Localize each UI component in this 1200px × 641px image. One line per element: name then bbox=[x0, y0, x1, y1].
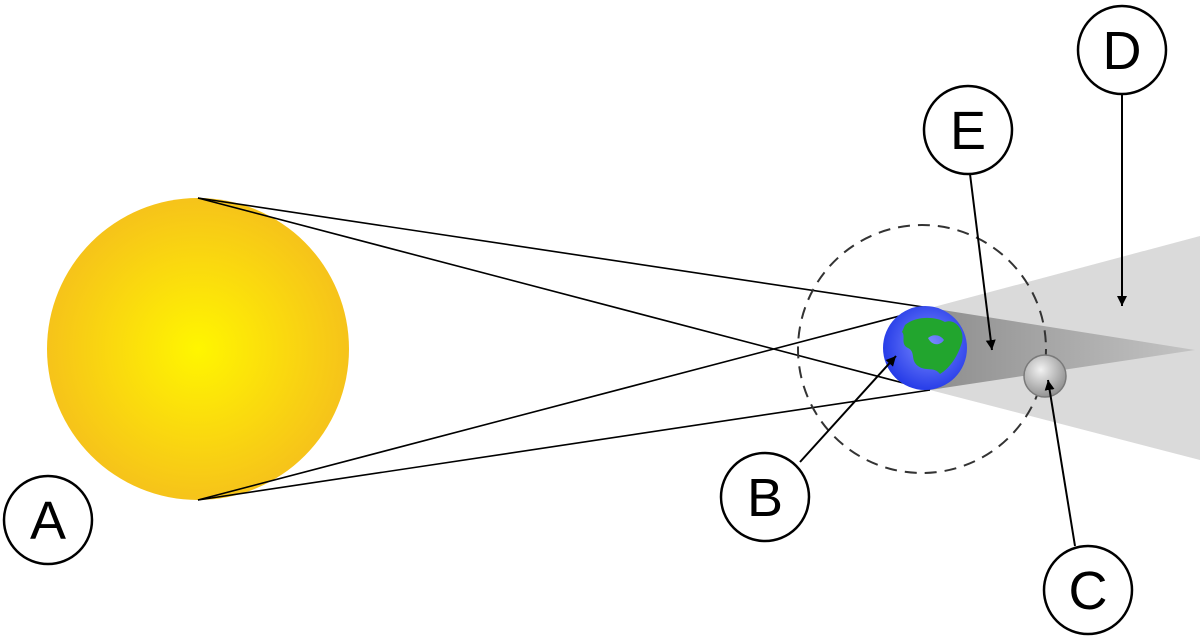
outer-ray-bottom bbox=[197, 389, 931, 501]
moon-orbit bbox=[797, 224, 1047, 474]
umbra-region bbox=[930, 308, 1195, 390]
label-d: D bbox=[1076, 4, 1168, 96]
pointer-b bbox=[799, 355, 897, 463]
cross-ray-top bbox=[197, 197, 931, 391]
label-c-text: C bbox=[1069, 561, 1108, 621]
moon bbox=[1023, 354, 1067, 398]
label-a: A bbox=[2, 474, 94, 566]
label-c: C bbox=[1042, 544, 1134, 636]
label-a-text: A bbox=[30, 491, 66, 551]
label-b-text: B bbox=[747, 468, 783, 528]
pointer-c bbox=[1044, 379, 1076, 547]
earth-continent bbox=[902, 317, 963, 374]
earth bbox=[883, 306, 967, 390]
label-e: E bbox=[922, 84, 1014, 176]
sun bbox=[47, 198, 349, 500]
label-b: B bbox=[719, 451, 811, 543]
label-d-text: D bbox=[1103, 21, 1142, 81]
outer-ray-top bbox=[197, 197, 931, 309]
pointer-e bbox=[969, 173, 996, 351]
cross-ray-bottom bbox=[197, 307, 931, 501]
label-e-text: E bbox=[950, 101, 986, 161]
